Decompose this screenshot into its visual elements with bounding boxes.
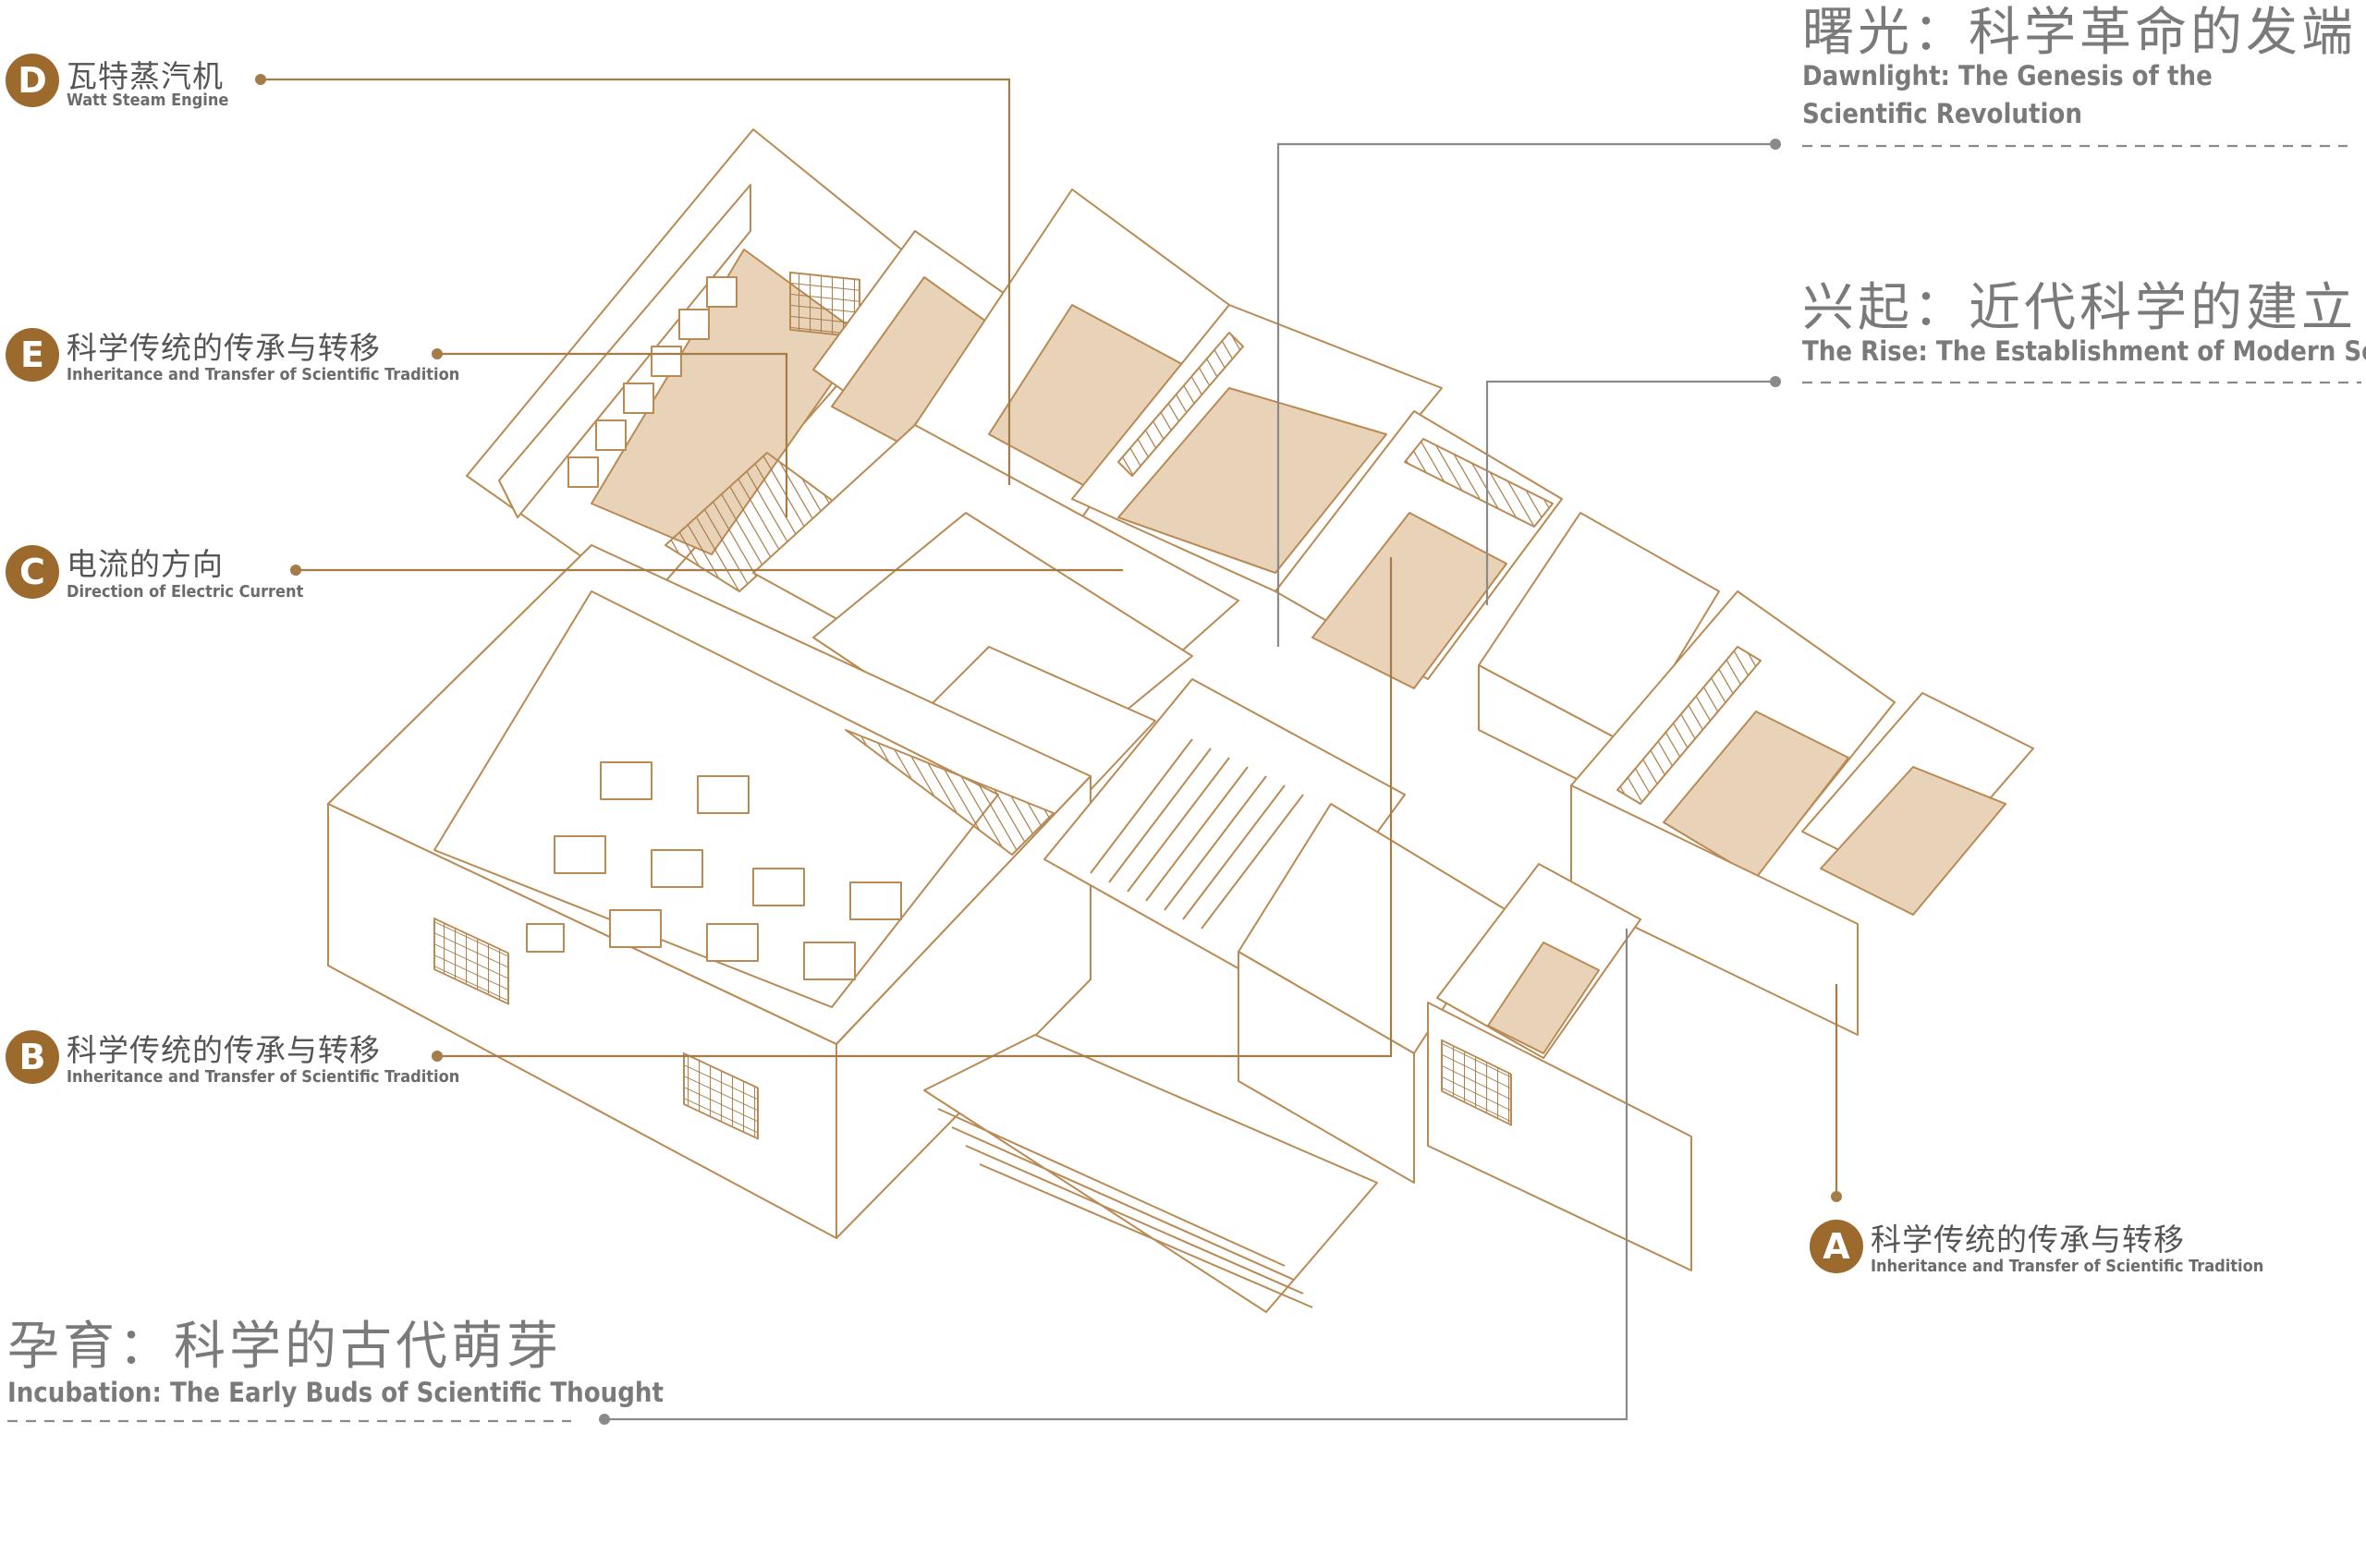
exhibit-d-badge: D — [6, 54, 59, 107]
exhibit-e-subtitle: Inheritance and Transfer of Scientific T… — [67, 365, 460, 384]
exhibit-c-subtitle: Direction of Electric Current — [67, 582, 304, 602]
exhibit-b-title: 科学传统的传承与转移 — [67, 1032, 381, 1068]
stair-steps — [1090, 738, 1304, 930]
exhibit-a-subtitle: Inheritance and Transfer of Scientific T… — [1871, 1257, 2264, 1276]
exhibit-a-badge: A — [1810, 1220, 1863, 1273]
exhibit-e-title: 科学传统的传承与转移 — [67, 330, 381, 366]
exhibit-c-badge: C — [6, 545, 59, 599]
exhibit-b-badge: B — [6, 1030, 59, 1084]
gallery-b-right — [835, 775, 1092, 1239]
room-e-wall — [498, 184, 751, 518]
shelf-a — [1616, 646, 1762, 805]
zone-incubation-subtitle: Incubation: The Early Buds of Scientific… — [7, 1377, 664, 1408]
room-rise-floor — [1311, 512, 1507, 689]
exhibit-d-subtitle: Watt Steam Engine — [67, 91, 229, 110]
shelf-b — [845, 729, 1055, 856]
zone-incubation-title: 孕育：科学的古代萌芽 — [7, 1317, 562, 1377]
exhibit-d-title: 瓦特蒸汽机 — [67, 58, 224, 94]
zone-rise-title: 兴起：近代科学的建立 — [1802, 278, 2357, 338]
leader-e — [437, 352, 788, 517]
exhibit-a-title: 科学传统的传承与转移 — [1871, 1222, 2185, 1258]
leader-dawnlight — [1276, 142, 1775, 647]
exhibit-b-subtitle: Inheritance and Transfer of Scientific T… — [67, 1067, 460, 1087]
leader-incubation — [604, 929, 1628, 1421]
shelf-dawn — [1117, 332, 1244, 477]
exhibit-c-title: 电流的方向 — [67, 546, 224, 582]
exhibit-e-badge: E — [6, 328, 59, 382]
shelf-rise — [1404, 438, 1554, 528]
display-cases-b — [526, 761, 902, 980]
leader-rise — [1485, 380, 1775, 605]
block-right-front — [1427, 1002, 1692, 1271]
room-a-front — [1570, 784, 1859, 1036]
room-a-small-floor — [1487, 942, 1600, 1054]
leader-d — [261, 78, 1011, 485]
zone-dawnlight-subtitle: Dawnlight: The Genesis of the Scientific… — [1802, 60, 2213, 129]
window-b1 — [433, 918, 509, 1005]
window-b2 — [683, 1051, 759, 1140]
leader-b — [437, 557, 1393, 1058]
zone-rise-subtitle: The Rise: The Establishment of Modern Sc… — [1802, 335, 2366, 367]
room-a-side-floor — [1820, 766, 2006, 916]
room-dawn-floor — [1117, 387, 1387, 574]
front-step-lines — [937, 1108, 1313, 1308]
block-mid-front — [1238, 951, 1415, 1184]
pedestals-e — [567, 276, 738, 488]
zone-dawnlight-title: 曙光：科学革命的发端 — [1802, 3, 2357, 63]
window-a — [1441, 1039, 1512, 1126]
leader-dots — [255, 74, 1842, 1425]
